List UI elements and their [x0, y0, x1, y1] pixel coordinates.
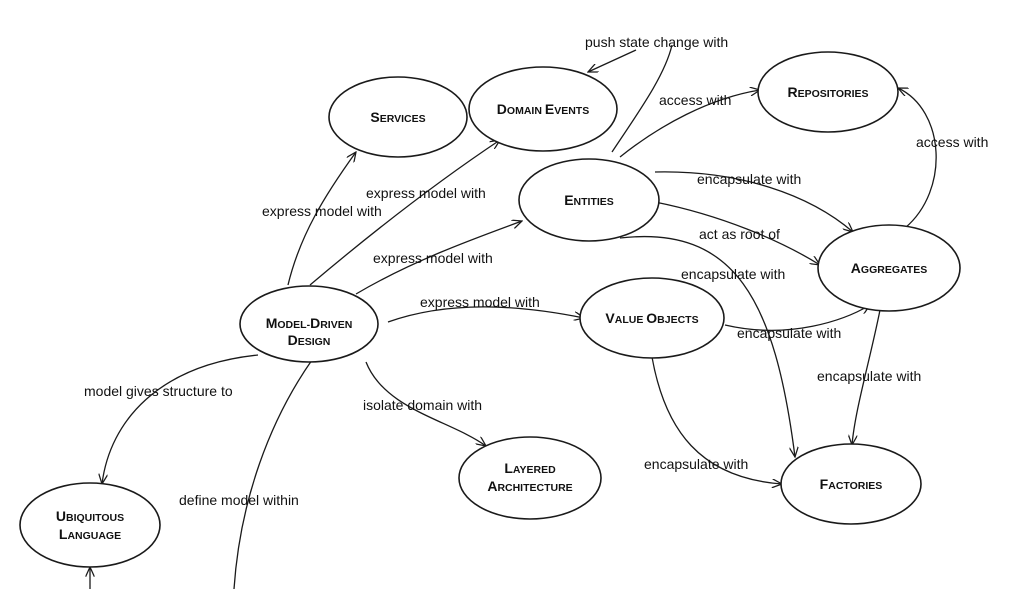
label-encapsulate-with-entities-aggregates: encapsulate with [697, 171, 801, 187]
svg-text:UBIQUITOUS: UBIQUITOUS [56, 508, 124, 524]
node-label-design: DESIGN [288, 332, 331, 348]
edge-entities-aggregates-encapsulate [654, 171, 853, 232]
node-label-architecture: ARCHITECTURE [487, 478, 572, 494]
node-aggregates: AGGREGATES [817, 224, 961, 312]
svg-text:AGGREGATES: AGGREGATES [851, 260, 927, 276]
edge-define-model-within [233, 359, 313, 589]
edge-value-objects-factories [651, 356, 782, 484]
edge-aggregates-factories [852, 309, 881, 445]
svg-text:ENTITIES: ENTITIES [564, 192, 614, 208]
label-encapsulate-with-value-objects-factories: encapsulate with [644, 456, 748, 472]
svg-text:SERVICES: SERVICES [370, 109, 425, 125]
label-encapsulate-with-value-objects-aggregates: encapsulate with [737, 325, 841, 341]
label-act-as-root-of: act as root of [699, 226, 780, 242]
edge-value-objects-aggregates [724, 305, 870, 331]
node-label-entities: ENTITIES [564, 192, 614, 208]
edge-entities-aggregates-root [654, 201, 820, 265]
svg-text:VALUE OBJECTS: VALUE OBJECTS [605, 310, 698, 326]
node-services: SERVICES [328, 76, 468, 158]
node-repositories: REPOSITORIES [757, 51, 899, 133]
edge-mdd-value-objects [387, 306, 584, 323]
node-label-ubiquitous: UBIQUITOUS [56, 508, 124, 524]
label-express-model-with-value-objects: express model with [420, 294, 540, 310]
node-model-driven-design: MODEL-DRIVEN DESIGN [239, 285, 379, 363]
edge-mdd-entities [355, 221, 522, 295]
node-label-domain-events: DOMAIN EVENTS [497, 101, 589, 117]
node-label-aggregates: AGGREGATES [851, 260, 927, 276]
label-model-gives-structure-to: model gives structure to [84, 383, 233, 399]
svg-text:DOMAIN EVENTS: DOMAIN EVENTS [497, 101, 589, 117]
label-access-with-entities: access with [659, 92, 731, 108]
svg-text:MODEL-DRIVEN: MODEL-DRIVEN [266, 315, 353, 331]
node-label-layered: LAYERED [504, 460, 556, 476]
edge-entities-factories [619, 236, 795, 457]
node-ubiquitous-language: UBIQUITOUS LANGUAGE [19, 482, 161, 568]
node-label-services: SERVICES [370, 109, 425, 125]
svg-text:LAYERED: LAYERED [504, 460, 556, 476]
node-label-value-objects: VALUE OBJECTS [605, 310, 698, 326]
node-value-objects: VALUE OBJECTS [579, 277, 725, 359]
edge-mdd-services [287, 152, 356, 286]
edge-push-state-change [611, 44, 673, 153]
node-entities: ENTITIES [518, 158, 660, 242]
label-encapsulate-with-aggregates-factories: encapsulate with [817, 368, 921, 384]
label-push-state-change-with: push state change with [585, 34, 728, 50]
label-express-model-with-entities: express model with [373, 250, 493, 266]
node-label-language: LANGUAGE [59, 526, 121, 542]
edge-aggregates-repositories [898, 88, 937, 229]
node-domain-events: DOMAIN EVENTS [468, 66, 618, 152]
svg-text:FACTORIES: FACTORIES [820, 476, 883, 492]
edge-entities-repositories [619, 90, 760, 158]
node-factories: FACTORIES [780, 443, 922, 525]
svg-text:ARCHITECTURE: ARCHITECTURE [487, 478, 572, 494]
label-encapsulate-with-entities-factories: encapsulate with [681, 266, 785, 282]
label-express-model-with-domain-events: express model with [366, 185, 486, 201]
label-express-model-with-services: express model with [262, 203, 382, 219]
svg-text:DESIGN: DESIGN [288, 332, 331, 348]
edge-mdd-ubiquitous-language [102, 354, 259, 484]
label-isolate-domain-with: isolate domain with [363, 397, 482, 413]
svg-text:REPOSITORIES: REPOSITORIES [787, 84, 868, 100]
node-layered-architecture: LAYERED ARCHITECTURE [458, 436, 602, 520]
node-label-model-driven: MODEL-DRIVEN [266, 315, 353, 331]
label-access-with-aggregates: access with [916, 134, 988, 150]
svg-text:LANGUAGE: LANGUAGE [59, 526, 121, 542]
edge-mdd-layered-architecture [365, 361, 486, 446]
node-label-repositories: REPOSITORIES [787, 84, 868, 100]
node-label-factories: FACTORIES [820, 476, 883, 492]
edge-push-state-change-arrow [588, 49, 637, 72]
label-define-model-within: define model within [179, 492, 299, 508]
edge-mdd-domain-events [309, 140, 500, 286]
